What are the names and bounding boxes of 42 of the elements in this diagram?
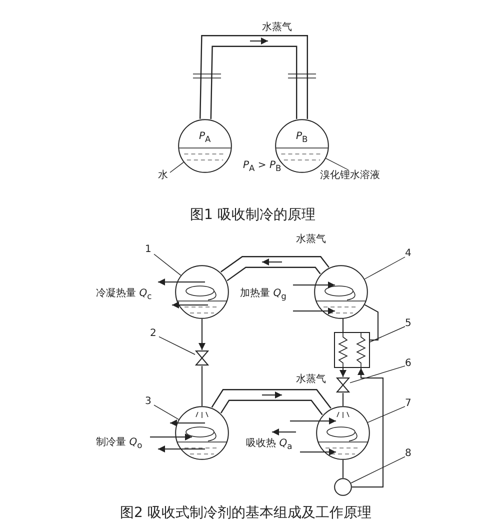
callout-number: 1	[145, 244, 152, 256]
part-label: 溴化锂水溶液	[320, 170, 380, 182]
pressure-relation: P$_{A}$ > P$_{B}$	[243, 160, 282, 174]
edge-label: 水蒸气	[296, 374, 326, 386]
pipe-line	[342, 460, 344, 478]
callout-number: 5	[405, 318, 412, 330]
callout-number: 3	[145, 396, 152, 408]
callout-number: 2	[150, 328, 156, 340]
leader-line	[367, 406, 406, 423]
pressure-label: P$_{A}$	[199, 131, 211, 145]
pipe	[200, 35, 308, 120]
pipe	[211, 389, 332, 416]
pipe-line	[352, 368, 384, 488]
edge-label: 水蒸气	[296, 234, 326, 246]
callout-number: 6	[405, 358, 412, 370]
callout-number: 4	[405, 248, 412, 260]
leader-line	[364, 256, 406, 280]
leader-line	[170, 162, 184, 173]
pipe	[220, 256, 330, 282]
leader-line	[154, 404, 180, 420]
leader-line	[370, 326, 406, 342]
figure-caption: 图1 吸收制冷的原理	[190, 207, 316, 223]
leader-line	[350, 366, 406, 384]
leader-line	[154, 254, 182, 276]
edge-label: 水蒸气	[262, 22, 292, 34]
pipe-line	[364, 304, 378, 340]
heat-label: 吸收热 Q$_{a}$	[246, 438, 292, 452]
pipe-line	[198, 318, 206, 350]
part-label: 水	[158, 170, 168, 182]
pipe-line	[342, 318, 344, 332]
leader-line	[158, 336, 196, 355]
pipe-line	[340, 368, 346, 378]
callout-number: 7	[405, 398, 412, 410]
callout-number: 8	[405, 448, 412, 460]
leader-line	[350, 456, 406, 484]
heat-label: 制冷量 Q$_{o}$	[96, 437, 142, 451]
pressure-label: P$_{B}$	[296, 131, 308, 145]
pipe-line	[342, 392, 344, 406]
figure-caption: 图2 吸收式制冷剂的基本组成及工作原理	[120, 505, 372, 521]
leader-line	[326, 158, 349, 170]
heat-label: 冷凝热量 Q$_{c}$	[96, 288, 152, 302]
heat-label: 加热量 Q$_{g}$	[240, 288, 286, 302]
